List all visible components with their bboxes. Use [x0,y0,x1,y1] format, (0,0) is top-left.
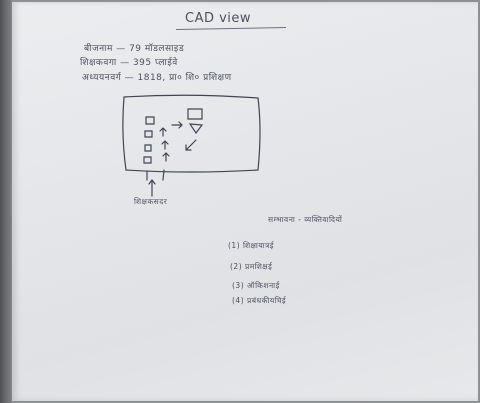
diagram-caption: शिक्षकसदर [134,197,168,206]
pointer-tick-2 [162,169,165,181]
header-row-2: शिक्षकवगा — 395 प्लाईवे [80,58,178,68]
arrow-up-1 [159,127,167,137]
classroom-outline [122,94,261,173]
desk-marker-4 [143,156,152,164]
arrow-up-2 [161,140,169,150]
desk-marker-3 [144,144,152,152]
header-row-3: अध्ययनवर्ग — 1818, प्रा० शि० प्रशिक्षण [82,73,232,83]
task-item-4: (4) प्रबंधकीयचिई [232,296,287,305]
arrow-diagonal [185,139,197,151]
arrow-pointer [148,179,156,197]
tasks-heading: सम्भावना - व्यक्तिवादियों [268,215,343,224]
paper-sheet [12,2,478,401]
desk-marker-2 [144,130,153,138]
desk-box [187,108,203,120]
desk-marker-1 [145,116,155,125]
teacher-triangle [188,123,204,135]
task-item-1: (1) शिक्षायात्रई [228,241,274,250]
task-item-3: (3) ऑकिशनाई [232,281,280,290]
task-item-2: (2) प्रमशिक्षई [230,262,273,271]
arrow-up-3 [162,152,170,162]
arrow-right [171,121,183,129]
header-row-1: बीजनाम — 79 मॉडलसाइड [84,44,185,54]
document-title: CAD view [185,11,252,26]
